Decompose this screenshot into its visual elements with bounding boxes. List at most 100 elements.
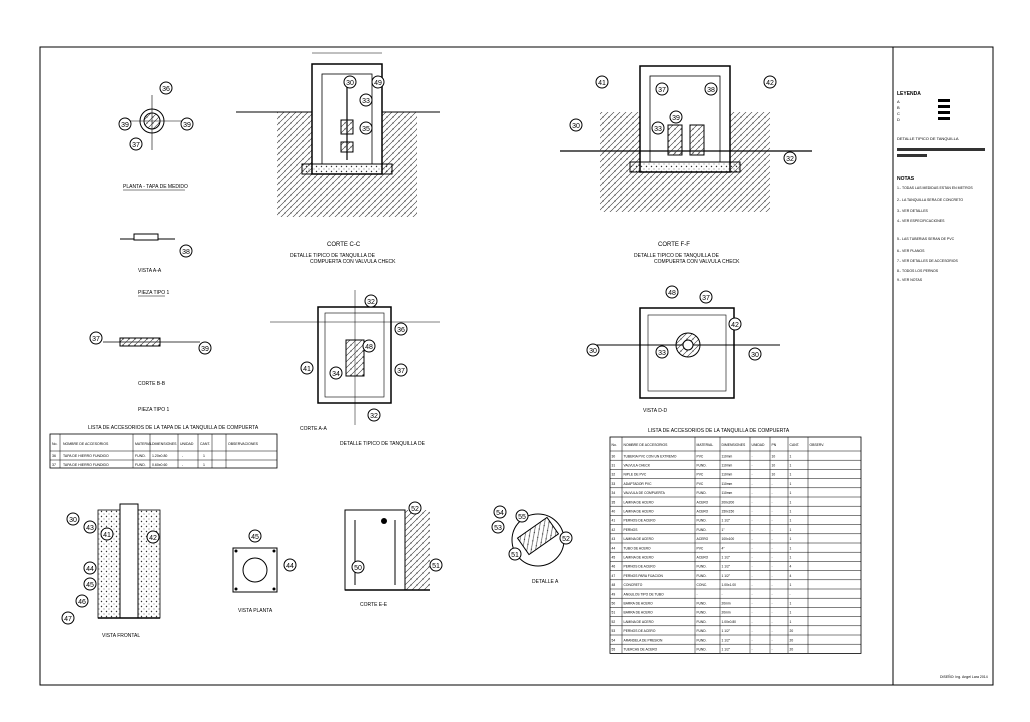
table-cell: 50 bbox=[612, 602, 616, 606]
table-cell: 49 bbox=[612, 592, 616, 596]
table-cell: - bbox=[722, 592, 723, 596]
table-cell: - bbox=[752, 629, 753, 633]
table-cell: 4 bbox=[790, 565, 792, 569]
title-corte-ff: CORTE F-F bbox=[658, 242, 690, 248]
table-header-cell: NOMBRE DE ACCESORIOS bbox=[624, 443, 669, 447]
callout-42c: 42 bbox=[149, 535, 157, 542]
lista-tapa-table: LISTA DE ACCESORIOS DE LA TAPA DE LA TAN… bbox=[49, 425, 278, 469]
leyenda-item-2: C bbox=[897, 111, 900, 116]
table-header-cell: PN bbox=[772, 443, 777, 447]
title-corte-bb: CORTE B-B bbox=[138, 381, 166, 387]
corte-cc-view: 30 49 35 33 CORTE C-C DETALLE TIPICO DE … bbox=[236, 52, 440, 265]
callout-32b: 32 bbox=[367, 299, 375, 306]
table-cell: - bbox=[752, 537, 753, 541]
title-tapa-plan: PLANTA - TAPA DE MEDIDO bbox=[123, 184, 188, 190]
table-cell: 1.00x0.80 bbox=[722, 620, 737, 624]
table-cell: FUND. bbox=[697, 648, 707, 652]
callout-41a: 41 bbox=[598, 80, 606, 87]
table-cell: 1 bbox=[790, 611, 792, 615]
callout-32c: 32 bbox=[370, 413, 378, 420]
tapa-r0c5: 1 bbox=[203, 454, 205, 458]
callout-33: 33 bbox=[362, 98, 370, 105]
callout-52b: 52 bbox=[562, 536, 570, 543]
callout-44a: 44 bbox=[86, 566, 94, 573]
table-cell: PVC bbox=[697, 546, 704, 550]
callout-39c: 39 bbox=[201, 346, 209, 353]
table-cell: PERNOS DE ACERO bbox=[624, 565, 656, 569]
table-cell: 4 bbox=[790, 574, 792, 578]
table-cell: - bbox=[790, 592, 791, 596]
callout-53: 53 bbox=[494, 525, 502, 532]
callout-45b: 45 bbox=[251, 534, 259, 541]
callout-36: 36 bbox=[162, 86, 170, 93]
table-cell: LAMINA DE ACERO bbox=[624, 620, 654, 624]
table-cell: FUND. bbox=[697, 602, 707, 606]
table-cell: 1 bbox=[790, 620, 792, 624]
table-cell: PERNOS DE ACERO bbox=[624, 519, 656, 523]
nota-7: 8.- TODOS LOS PERNOS bbox=[897, 269, 939, 273]
table-cell: 47 bbox=[612, 574, 616, 578]
table-cell: - bbox=[752, 454, 753, 458]
lista-tapa-title: LISTA DE ACCESORIOS DE LA TAPA DE LA TAN… bbox=[88, 425, 259, 431]
table-cell: 110mm bbox=[722, 491, 733, 495]
table-cell: - bbox=[772, 583, 773, 587]
table-cell: 20 bbox=[790, 648, 794, 652]
table-frame bbox=[609, 436, 862, 654]
table-cell: - bbox=[772, 500, 773, 504]
callout-35: 35 bbox=[362, 126, 370, 133]
table-cell: - bbox=[772, 565, 773, 569]
table-cell: - bbox=[752, 482, 753, 486]
table-cell: 1 1/2" bbox=[722, 574, 731, 578]
tapa-r1c2: FUND. bbox=[135, 463, 146, 467]
table-cell: - bbox=[772, 574, 773, 578]
notas-title: NOTAS bbox=[897, 176, 915, 182]
corte-bb-detail: 37 39 CORTE B-B PIEZA TIPO 1 bbox=[89, 331, 212, 413]
table-cell: 1 bbox=[790, 528, 792, 532]
tapa-h6: OBSERVACIONES bbox=[228, 442, 259, 446]
callout-37e: 37 bbox=[702, 295, 710, 302]
lista-tanquilla-title: LISTA DE ACCESORIOS DE LA TANQUILLA DE C… bbox=[648, 428, 790, 434]
table-cell: 20 bbox=[790, 629, 794, 633]
table-cell: 100x100 bbox=[722, 537, 735, 541]
detalle-a-view: 54 55 53 51 52 DETALLE A bbox=[491, 505, 573, 585]
nota-2: 3.- VER DETALLES bbox=[897, 209, 929, 213]
callout-30c: 30 bbox=[589, 348, 597, 355]
table-cell: FUND. bbox=[697, 565, 707, 569]
table-cell: ARANDELA DE PRESION bbox=[624, 638, 663, 642]
table-cell: 51 bbox=[612, 611, 616, 615]
tapa-r1c5: 1 bbox=[203, 463, 205, 467]
leyenda-item-1: B bbox=[897, 105, 900, 110]
callout-38: 38 bbox=[182, 249, 190, 256]
nota-6: 7.- VER DETALLES DE ACCESORIOS bbox=[897, 259, 958, 263]
callout-41c: 41 bbox=[103, 532, 111, 539]
table-cell: BARRA DE ACERO bbox=[624, 602, 654, 606]
callout-39b: 39 bbox=[183, 122, 191, 129]
title-vista-planta: VISTA PLANTA bbox=[238, 608, 273, 614]
table-cell: PERNOS bbox=[624, 528, 639, 532]
title-detalle-compuerta: DETALLE TIPICO DE TANQUILLA DE bbox=[290, 253, 376, 259]
callout-48a: 48 bbox=[365, 344, 373, 351]
table-cell: 4" bbox=[722, 546, 726, 550]
callout-52: 52 bbox=[411, 506, 419, 513]
callout-30: 30 bbox=[346, 80, 354, 87]
leyenda-item-3: D bbox=[897, 117, 900, 122]
table-cell: - bbox=[772, 620, 773, 624]
table-cell: 46 bbox=[612, 565, 616, 569]
callout-36b: 36 bbox=[397, 327, 405, 334]
title-vista-frontal: VISTA FRONTAL bbox=[102, 633, 140, 639]
nota-0: 1.- TODAS LAS MEDIDAS ESTAN EN METROS bbox=[897, 186, 973, 190]
table-cell: - bbox=[772, 528, 773, 532]
table-cell: - bbox=[752, 500, 753, 504]
table-cell: 1 1/2" bbox=[722, 565, 731, 569]
table-cell: 54 bbox=[612, 638, 616, 642]
callout-30d: 30 bbox=[751, 352, 759, 359]
nota-5: 6.- VER PLANOS bbox=[897, 249, 925, 253]
table-cell: - bbox=[772, 491, 773, 495]
table-cell: 1 bbox=[790, 464, 792, 468]
title-detalle-compuerta-2: COMPUERTA CON VALVULA CHECK bbox=[310, 259, 396, 265]
table-cell: NIPLE DE PVC bbox=[624, 473, 647, 477]
table-cell: 52 bbox=[612, 620, 616, 624]
table-cell: BARRA DE ACERO bbox=[624, 611, 654, 615]
table-cell: 32 bbox=[612, 473, 616, 477]
callout-38b: 38 bbox=[707, 87, 715, 94]
